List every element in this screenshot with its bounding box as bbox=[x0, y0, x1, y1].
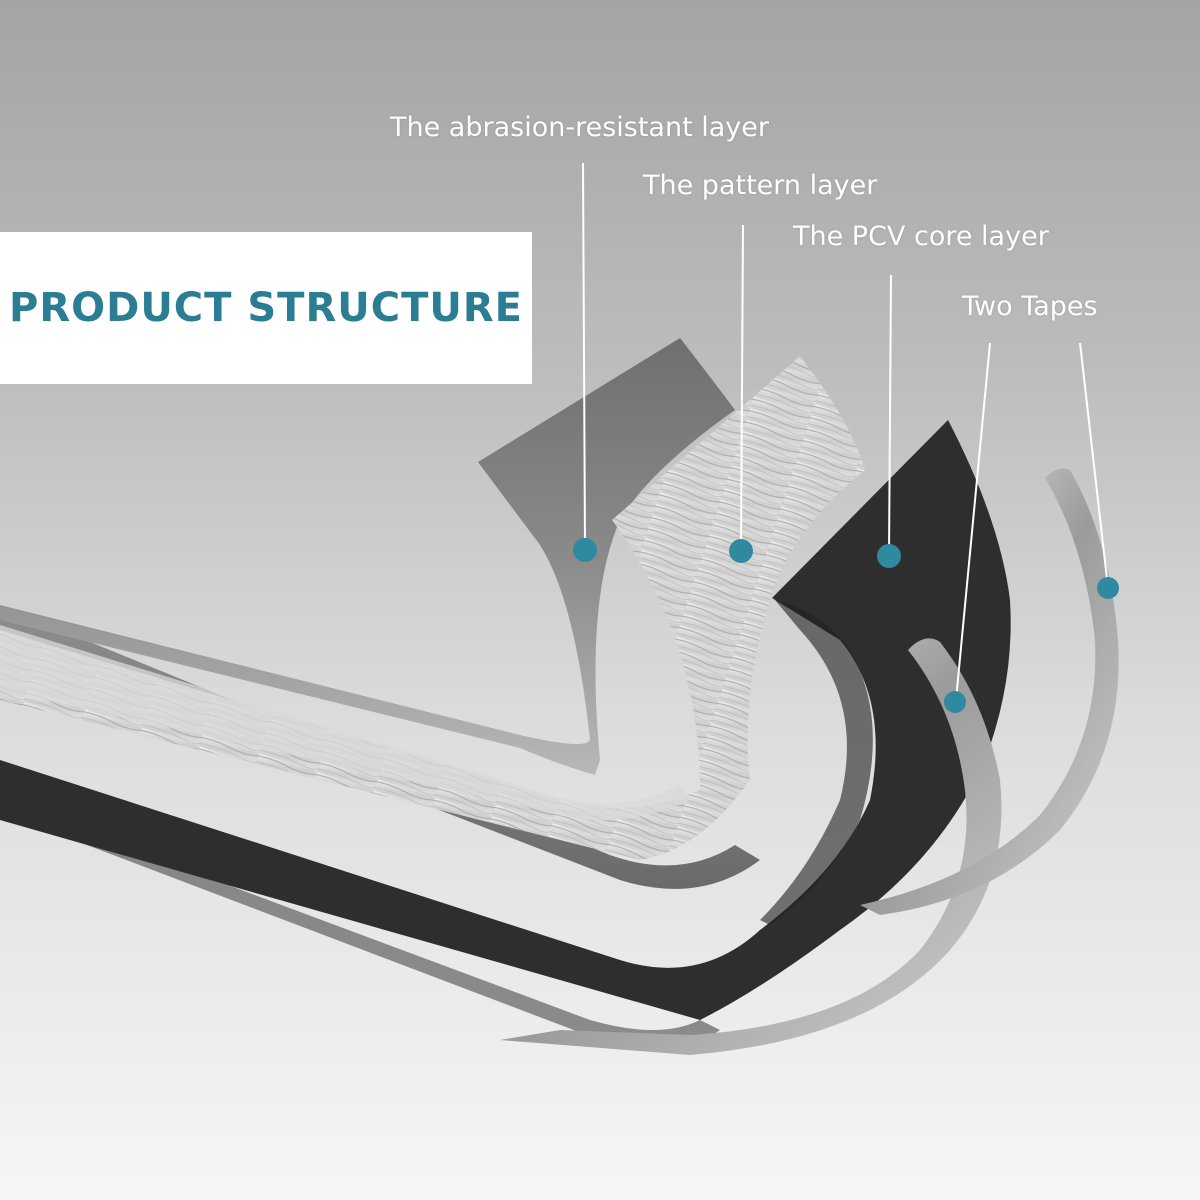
core-layer-inner bbox=[760, 600, 873, 925]
marker-pattern bbox=[729, 539, 753, 563]
marker-abrasion bbox=[573, 538, 597, 562]
abrasion-layer bbox=[0, 338, 735, 775]
tape-strip-1 bbox=[500, 638, 1002, 1055]
core-layer bbox=[0, 420, 1011, 1020]
leader-tape-2 bbox=[1079, 342, 1109, 589]
marker-tape-1 bbox=[944, 691, 966, 713]
callout-label-tapes: Two Tapes bbox=[962, 291, 1098, 322]
leader-tape-1 bbox=[955, 342, 991, 701]
diagram-title: PRODUCT STRUCTURE bbox=[9, 285, 523, 331]
leader-abrasion bbox=[582, 162, 586, 549]
tape-strip-2 bbox=[860, 468, 1119, 915]
marker-core bbox=[877, 544, 901, 568]
title-banner: PRODUCT STRUCTURE bbox=[0, 232, 532, 384]
callout-label-core: The PCV core layer bbox=[793, 221, 1049, 252]
marker-tape-2 bbox=[1097, 577, 1119, 599]
leader-core bbox=[888, 274, 892, 556]
callout-label-abrasion: The abrasion-resistant layer bbox=[390, 112, 769, 143]
leader-pattern bbox=[740, 224, 744, 551]
callout-label-pattern: The pattern layer bbox=[643, 170, 878, 201]
